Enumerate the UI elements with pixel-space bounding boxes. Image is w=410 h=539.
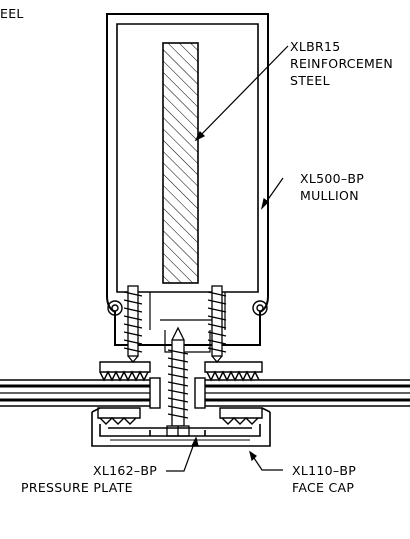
- mullion-profile: [106, 13, 269, 353]
- reinforcement-steel: [162, 42, 199, 284]
- glass-left: [0, 379, 150, 407]
- pressure-plate: [99, 424, 261, 437]
- glass-right: [205, 379, 410, 407]
- reinforcement-name-label-2: STEEL: [290, 73, 330, 88]
- reinforcement-name-label: REINFORCEMEN: [290, 56, 393, 71]
- mullion-code-label: XL500–BP: [300, 171, 364, 186]
- reinforcement-code-label: XLBR15: [290, 39, 341, 54]
- leader-lines: [166, 45, 289, 472]
- exterior-gaskets: [97, 407, 263, 425]
- pressure-plate-screw: [166, 326, 190, 437]
- screw-boss-left: [107, 300, 123, 316]
- mullion-name-label: MULLION: [300, 188, 359, 203]
- screw-boss-right: [252, 300, 268, 316]
- pressure-plate-name-label: PRESSURE PLATE: [21, 480, 133, 495]
- corner-label: EEL: [0, 6, 24, 21]
- screw-right: [207, 285, 227, 364]
- spacer-blocks: [149, 377, 206, 409]
- interior-gaskets: [99, 361, 263, 382]
- face-cap-code-label: XL110–BP: [292, 463, 356, 478]
- face-cap: [91, 407, 271, 447]
- screw-left: [123, 285, 143, 364]
- pressure-plate-code-label: XL162–BP: [93, 463, 157, 478]
- face-cap-name-label: FACE CAP: [292, 480, 354, 495]
